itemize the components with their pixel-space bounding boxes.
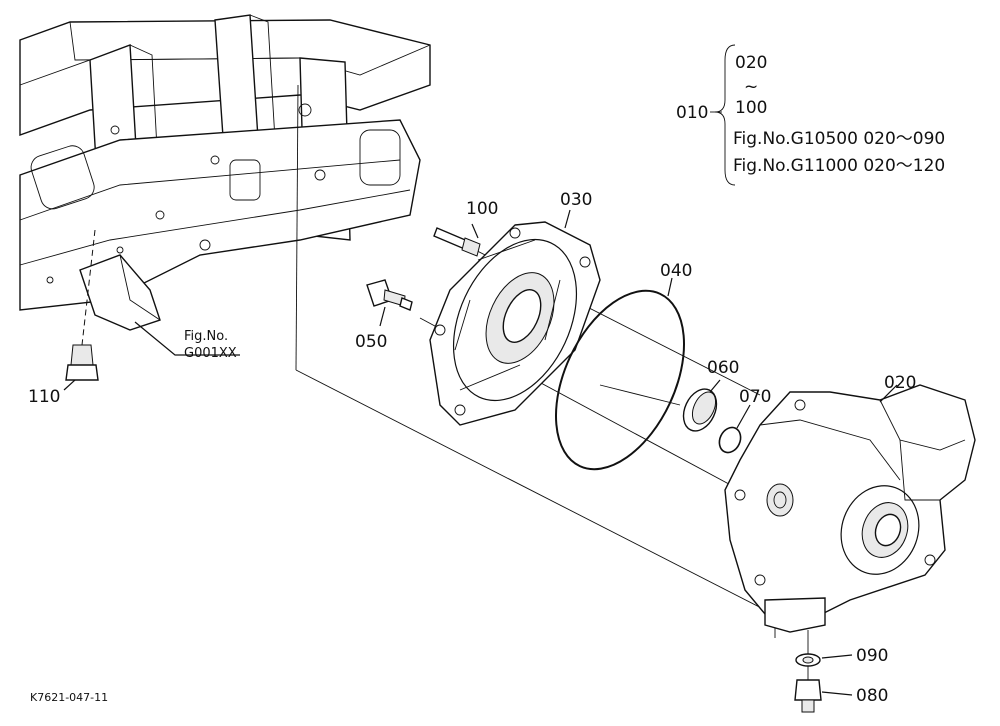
group-parent-number: 010 bbox=[676, 103, 708, 123]
group-figure-line-1: Fig.No.G10500 020～090 bbox=[733, 129, 945, 149]
figure-ref-number: G001XX bbox=[184, 346, 237, 361]
part-060-plug bbox=[682, 379, 721, 432]
group-range-separator: ~ bbox=[744, 77, 758, 97]
part-090-washer bbox=[795, 653, 853, 667]
callout-100: 100 bbox=[466, 199, 498, 219]
callout-060: 060 bbox=[707, 358, 739, 378]
callout-040: 040 bbox=[660, 261, 692, 281]
group-range-end: 100 bbox=[735, 98, 767, 118]
group-range-start: 020 bbox=[735, 53, 767, 73]
callout-050: 050 bbox=[355, 332, 387, 352]
callout-070: 070 bbox=[739, 387, 771, 407]
callout-080: 080 bbox=[856, 686, 888, 706]
part-020-gearcase bbox=[724, 384, 976, 633]
diagram-code: K7621-047-11 bbox=[30, 691, 108, 704]
part-050-plug bbox=[366, 279, 413, 327]
part-100-bolt bbox=[433, 223, 481, 257]
callout-030: 030 bbox=[560, 190, 592, 210]
part-040-oring bbox=[554, 277, 686, 471]
part-080-bolt bbox=[794, 679, 853, 713]
figure-ref-label: Fig.No. bbox=[184, 329, 228, 344]
callout-110: 110 bbox=[28, 387, 60, 407]
group-figure-line-2: Fig.No.G11000 020～120 bbox=[733, 156, 945, 176]
chassis-frame bbox=[19, 14, 431, 356]
callout-020: 020 bbox=[884, 373, 916, 393]
part-070-oring bbox=[718, 404, 751, 454]
part-110-bolt bbox=[63, 229, 99, 391]
part-030-cover bbox=[429, 209, 601, 426]
group-note bbox=[710, 44, 736, 186]
callout-090: 090 bbox=[856, 646, 888, 666]
